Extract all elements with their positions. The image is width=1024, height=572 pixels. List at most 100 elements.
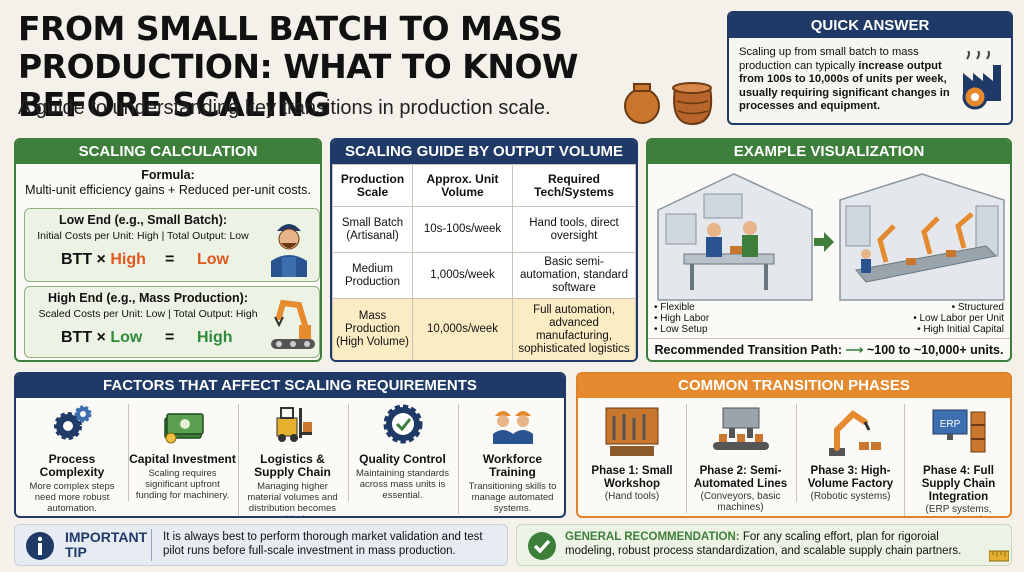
robot-arm-icon	[271, 299, 315, 349]
table-cell: Basic semi-automation, standard software	[512, 252, 636, 299]
phase-title: Phase 1: Small Workshop	[591, 465, 673, 490]
factors-heading: FACTORS THAT AFFECT SCALING REQUIREMENTS	[16, 374, 564, 398]
quick-answer-text: Scaling up from small batch to mass prod…	[739, 46, 954, 114]
high-end-detail: Scaled Costs per Unit: Low | Total Outpu…	[38, 308, 258, 320]
factor-title: Logistics & Supply Chain	[254, 452, 331, 479]
factor-title: Workforce Training	[482, 452, 543, 479]
phase-description: (Robotic systems)	[810, 491, 891, 502]
phase-description: (Hand tools)	[604, 491, 660, 502]
tip-text: It is always best to perform thorough ma…	[163, 531, 483, 557]
arrow-right-icon: ⟶	[845, 343, 864, 357]
phase-item: Phase 3: High-Volume Factory (Robotic sy…	[796, 404, 904, 502]
scaling-calculation-heading: SCALING CALCULATION	[16, 140, 320, 164]
high-lhs-text: BTT ×	[61, 329, 111, 346]
page-title: FROM SMALL BATCH TO MASS PRODUCTION: WHA…	[18, 9, 578, 124]
high-end-equals: =	[165, 329, 175, 346]
erp-label: ERP	[939, 419, 960, 430]
important-tip: IMPORTANT TIP It is always best to perfo…	[14, 524, 508, 566]
page-subtitle: A guide to understanding key transitions…	[18, 97, 551, 119]
table-cell: Hand tools, direct oversight	[512, 206, 636, 253]
example-visualization-heading: EXAMPLE VISUALIZATION	[648, 140, 1010, 164]
table-header: Approx. Unit Volume	[412, 164, 513, 207]
forklift-icon	[276, 407, 312, 442]
quality-badge-icon	[383, 404, 422, 444]
factor-item: Logistics & Supply Chain Managing higher…	[238, 404, 346, 516]
arrow-right-icon	[814, 232, 834, 252]
factors-panel: FACTORS THAT AFFECT SCALING REQUIREMENTS…	[14, 372, 566, 518]
pottery-icon	[624, 82, 713, 126]
table-row: Mass Production (High Volume) 10,000s/we…	[332, 298, 636, 360]
workers-icon	[492, 411, 533, 444]
table-row: Small Batch (Artisanal) 10s-100s/week Ha…	[332, 206, 636, 253]
low-end-title: Low End (e.g., Small Batch):	[58, 213, 228, 227]
workshop-illustration	[657, 173, 813, 301]
scaling-guide-heading: SCALING GUIDE BY OUTPUT VOLUME	[332, 140, 636, 164]
phase-description: (Conveyors, basic machines)	[700, 491, 781, 513]
high-lhs-value: Low	[110, 329, 143, 346]
low-end-detail: Initial Costs per Unit: High | Total Out…	[37, 230, 249, 242]
phases-heading: COMMON TRANSITION PHASES	[578, 374, 1010, 398]
workshop-trait: • Flexible	[654, 302, 695, 313]
phase-title: Phase 3: High-Volume Factory	[807, 465, 894, 490]
info-icon	[26, 532, 54, 560]
phase-title: Phase 2: Semi-Automated Lines	[693, 465, 788, 490]
factory-trait: • High Initial Capital	[917, 324, 1004, 335]
tip-label: IMPORTANT TIP	[65, 529, 148, 560]
phases-panel: COMMON TRANSITION PHASES Phase 1: Small …	[576, 372, 1012, 518]
worker-icon	[271, 224, 307, 277]
phase-title: Phase 4: Full Supply Chain Integration	[921, 465, 996, 503]
factory-trait: • Low Labor per Unit	[913, 313, 1004, 324]
low-lhs-value: High	[110, 251, 146, 268]
money-icon	[163, 413, 204, 444]
low-end-result: Low	[197, 251, 229, 268]
high-end-box: High End (e.g., Mass Production): Scaled…	[24, 286, 320, 358]
factor-item: Process Complexity More complex steps ne…	[18, 404, 126, 514]
workshop-trait: • Low Setup	[654, 324, 708, 335]
factor-description: More complex steps need more robust auto…	[29, 481, 115, 514]
scaling-guide-table: Production Scale Approx. Unit Volume Req…	[332, 164, 636, 360]
general-recommendation: GENERAL RECOMMENDATION: For any scaling …	[516, 524, 1012, 566]
high-end-result: High	[197, 329, 233, 346]
low-end-equals: =	[165, 251, 175, 268]
workshop-traits: • Flexible • High Labor • Low Setup	[654, 302, 709, 335]
recommendation-label: GENERAL RECOMMENDATION:	[565, 531, 740, 543]
example-visualization-panel: EXAMPLE VISUALIZATION • Flexible • High …	[646, 138, 1012, 362]
factor-title: Capital Investment	[129, 452, 236, 466]
low-end-box: Low End (e.g., Small Batch): Initial Cos…	[24, 208, 320, 282]
factor-description: Managing higher material volumes and dis…	[247, 481, 338, 516]
recommendation-body: For any scaling effort, plan for rigoroi…	[565, 531, 962, 557]
table-cell: Medium Production	[332, 252, 413, 299]
factory-trait: • Structured	[951, 302, 1004, 313]
scaling-calculation-panel: SCALING CALCULATION Formula: Multi-unit …	[14, 138, 322, 362]
table-cell: 1,000s/week	[412, 252, 513, 299]
robot-arm-icon	[828, 410, 881, 456]
transition-path-value: ~100 to ~10,000+ units.	[866, 343, 1004, 357]
quick-answer-panel: QUICK ANSWER Scaling up from small batch…	[727, 11, 1013, 125]
recommendation-text: GENERAL RECOMMENDATION: For any scaling …	[565, 530, 991, 558]
high-end-equation-lhs: BTT × Low	[61, 329, 142, 347]
erp-icon: ERP	[932, 409, 985, 453]
formula-text: Multi-unit efficiency gains + Reduced pe…	[25, 183, 311, 197]
factory-traits: • Structured • Low Labor per Unit • High…	[913, 302, 1004, 335]
phase-item: Phase 2: Semi-Automated Lines (Conveyors…	[686, 404, 794, 513]
quick-answer-bold: increase output from 100s to 10,000s of …	[739, 59, 950, 113]
phase-description: (ERP systems, automated warehousing)	[925, 504, 992, 516]
factor-item: Workforce Training Transitioning skills …	[458, 404, 564, 514]
workshop-trait: • High Labor	[654, 313, 710, 324]
factor-title: Process Complexity	[39, 452, 105, 479]
quick-answer-plain: Scaling up from small batch to mass prod…	[739, 46, 919, 72]
factory-illustration	[839, 173, 1005, 301]
table-cell: Mass Production (High Volume)	[332, 298, 413, 360]
formula-label: Formula:	[141, 168, 195, 182]
table-header: Production Scale	[332, 164, 413, 207]
tip-divider	[151, 529, 155, 561]
conveyor-icon	[712, 407, 769, 450]
factor-description: Scaling requires significant upfront fun…	[135, 468, 230, 501]
ruler-icon	[989, 550, 1009, 562]
low-end-equation-lhs: BTT × High	[61, 251, 146, 269]
high-end-title: High End (e.g., Mass Production):	[48, 291, 248, 305]
factor-description: Transitioning skills to manage automated…	[468, 481, 557, 514]
table-cell: 10,000s/week	[412, 298, 513, 360]
table-header: Required Tech/Systems	[512, 164, 636, 207]
gears-icon	[54, 405, 92, 440]
